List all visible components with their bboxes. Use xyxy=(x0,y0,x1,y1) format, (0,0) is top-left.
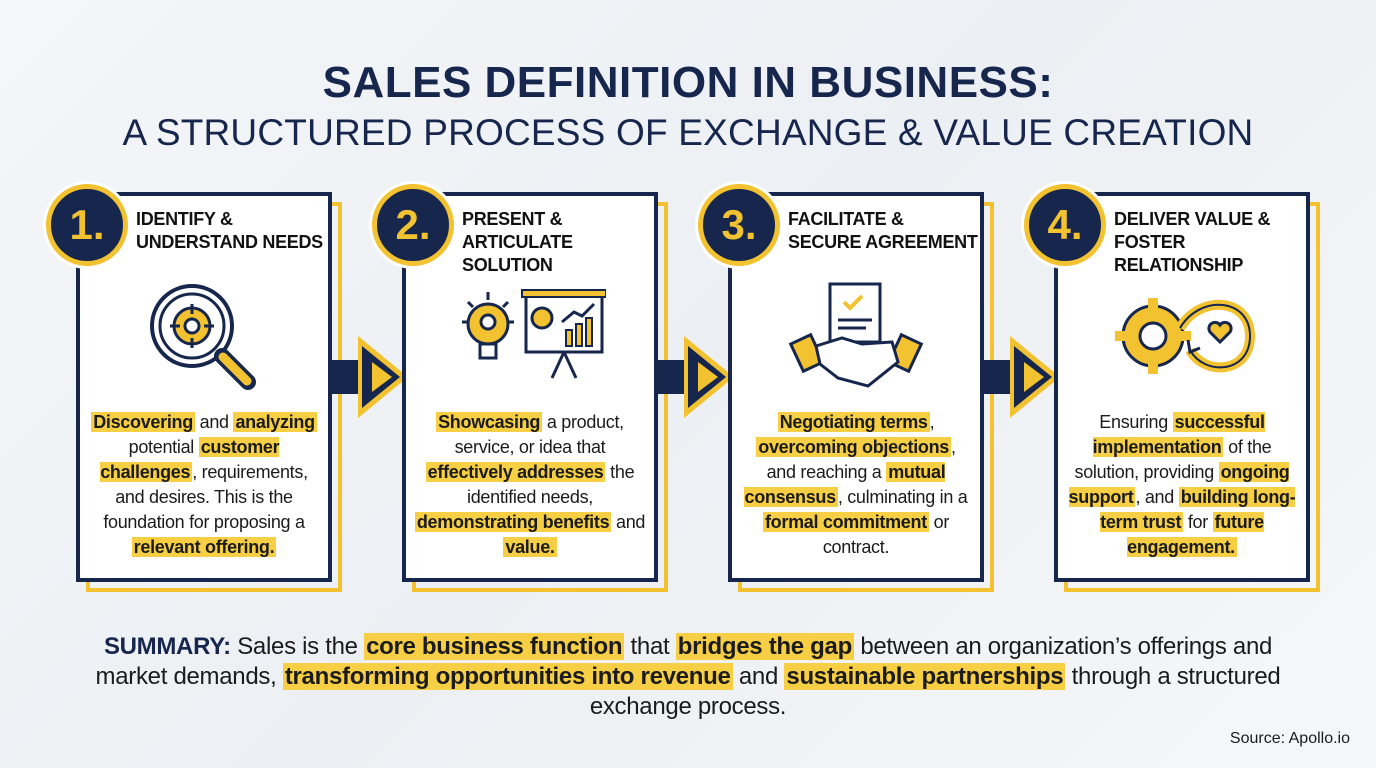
highlighted-text: sustainable partnerships xyxy=(784,663,1066,690)
step-heading-line1: PRESENT & xyxy=(462,209,563,229)
step-card-4: 4. DELIVER VALUE & FOSTER RELATIONSHIP En… xyxy=(1024,184,1320,592)
step-heading-line1: DELIVER VALUE & xyxy=(1114,209,1271,229)
card-body: 3. FACILITATE & SECURE AGREEMENT Negotiat… xyxy=(698,184,984,582)
summary-text: between an organization’s offerings and … xyxy=(95,633,1273,690)
highlighted-text: core business function xyxy=(364,633,625,660)
summary: SUMMARY: Sales is the core business func… xyxy=(80,632,1296,722)
highlighted-text: analyzing xyxy=(233,412,317,432)
description-text: for xyxy=(1183,512,1213,532)
page-subtitle: A STRUCTURED PROCESS OF EXCHANGE & VALUE… xyxy=(122,112,1254,153)
description-text: potential xyxy=(128,437,199,457)
description-text: of the solution, providing xyxy=(1074,437,1272,482)
card-body: 4. DELIVER VALUE & FOSTER RELATIONSHIP En… xyxy=(1024,184,1310,582)
step-heading: PRESENT & ARTICULATE SOLUTION xyxy=(462,208,654,277)
highlighted-text: transforming opportunities into revenue xyxy=(282,663,733,690)
description-text: , culminating in a xyxy=(837,487,968,507)
highlighted-text: value. xyxy=(503,537,557,557)
description-text: , xyxy=(929,412,935,432)
highlighted-text: Showcasing xyxy=(436,412,543,432)
handshake-document-icon xyxy=(782,276,932,396)
arrow-right-icon xyxy=(328,332,412,422)
step-heading: FACILITATE & SECURE AGREEMENT xyxy=(788,208,978,254)
highlighted-text: Discovering xyxy=(91,412,195,432)
step-card-2: 2. PRESENT & ARTICULATE SOLUTION Showcasi… xyxy=(372,184,668,592)
summary-text: and xyxy=(732,663,785,690)
arrow-right-icon xyxy=(980,332,1064,422)
page-title: SALES DEFINITION IN BUSINESS: xyxy=(322,58,1054,107)
highlighted-text: overcoming objections xyxy=(756,437,952,457)
highlighted-text: relevant offering. xyxy=(131,537,277,557)
card-body: 1. IDENTIFY & UNDERSTAND NEEDS Discoverin… xyxy=(46,184,332,582)
card-body: 2. PRESENT & ARTICULATE SOLUTION Showcasi… xyxy=(372,184,658,582)
step-description: Discovering and analyzing potential cust… xyxy=(88,410,320,560)
step-heading-line2: SECURE AGREEMENT xyxy=(788,232,978,252)
description-text: the identified needs, xyxy=(467,462,635,507)
magnifier-target-icon xyxy=(130,276,280,396)
step-heading-line2: UNDERSTAND NEEDS xyxy=(136,232,323,252)
lightbulb-presentation-icon xyxy=(456,276,607,396)
step-number-badge: 2. xyxy=(372,184,454,266)
step-number-badge: 1. xyxy=(46,184,128,266)
summary-label: SUMMARY: xyxy=(103,633,231,660)
description-text: , and xyxy=(1135,487,1179,507)
step-heading-line1: IDENTIFY & xyxy=(136,209,233,229)
gear-infinity-heart-icon xyxy=(1108,276,1258,396)
step-heading-line2: ARTICULATE SOLUTION xyxy=(462,232,573,275)
step-card-3: 3. FACILITATE & SECURE AGREEMENT Negotiat… xyxy=(698,184,994,592)
highlighted-text: Negotiating terms xyxy=(777,412,930,432)
step-description: Showcasing a product, service, or idea t… xyxy=(414,410,646,560)
step-number-badge: 4. xyxy=(1024,184,1106,266)
highlighted-text: demonstrating benefits xyxy=(414,512,612,532)
step-card-1: 1. IDENTIFY & UNDERSTAND NEEDS Discoverin… xyxy=(46,184,342,592)
highlighted-text: effectively addresses xyxy=(425,462,606,482)
highlighted-text: formal commitment xyxy=(762,512,929,532)
step-heading-line1: FACILITATE & xyxy=(788,209,904,229)
description-text: Ensuring xyxy=(1099,412,1173,432)
source-note: Source: Apollo.io xyxy=(1229,730,1350,747)
step-heading: IDENTIFY & UNDERSTAND NEEDS xyxy=(136,208,323,254)
description-text: or contract. xyxy=(822,512,950,557)
description-text: a product, service, or idea that xyxy=(454,412,625,457)
step-number-badge: 3. xyxy=(698,184,780,266)
summary-text: that xyxy=(624,633,676,660)
step-description: Ensuring successful implementation of th… xyxy=(1066,410,1298,560)
summary-text: through a structured exchange process. xyxy=(589,663,1281,720)
step-heading: DELIVER VALUE & FOSTER RELATIONSHIP xyxy=(1114,208,1306,277)
step-heading-line2: FOSTER RELATIONSHIP xyxy=(1114,232,1244,275)
description-text: and xyxy=(611,512,646,532)
description-text: , requirements, and desires. This is the… xyxy=(103,462,308,532)
description-text: and xyxy=(194,412,234,432)
step-description: Negotiating terms, overcoming objections… xyxy=(740,410,972,560)
highlighted-text: bridges the gap xyxy=(675,633,854,660)
arrow-right-icon xyxy=(654,332,738,422)
summary-text: Sales is the xyxy=(230,633,365,660)
description-text: , and reaching a xyxy=(766,437,956,482)
